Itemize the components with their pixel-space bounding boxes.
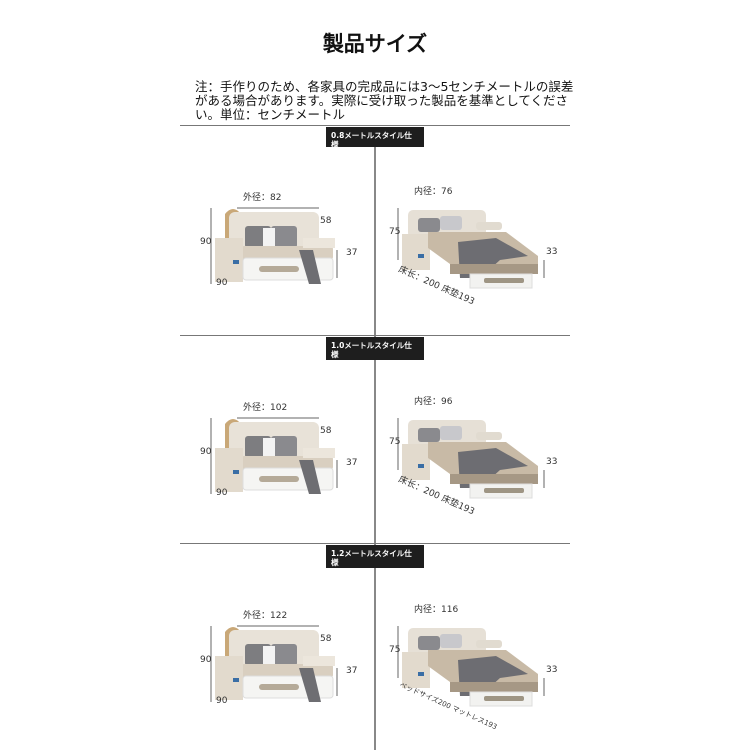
sofa-height: 90 [200,237,212,247]
outer-width: 外径：102 [243,403,288,413]
sofa-depth: 90 [216,278,228,288]
back-height: 75 [389,645,401,655]
section-label-1-0m: 1.0メートルスタイル仕様 [326,337,424,360]
section-label-0-8m: 0.8メートルスタイル仕様 [326,127,424,149]
section-1-2m: 外径：122 58 90 37 90 内径：116 75 33 ベッドサイズ20… [0,598,750,738]
inner-width: 内径：96 [414,397,453,407]
sofa-height: 90 [200,655,212,665]
section-divider [180,335,570,336]
sofa-image [210,625,338,703]
back-height: 75 [389,437,401,447]
center-divider [374,147,376,750]
seat-height: 37 [346,248,358,258]
section-divider [180,543,570,544]
seat-height: 37 [346,666,358,676]
sofa-depth: 90 [216,696,228,706]
bed-height: 33 [546,247,558,257]
seat-height: 37 [346,458,358,468]
arm-depth: 58 [320,634,332,644]
size-note: 注：手作りのため、各家具の完成品には3〜5センチメートルの誤差がある場合がありま… [195,79,574,122]
back-height: 75 [389,227,401,237]
bed-image [397,208,545,289]
section-divider [180,125,570,126]
inner-width: 内径：116 [414,605,459,615]
section-1-0m: 外径：102 58 90 37 90 内径：96 75 33 床长：200 床垫… [0,390,750,530]
section-label-1-2m: 1.2メートルスタイル仕様 [326,545,424,568]
sofa-depth: 90 [216,488,228,498]
arm-depth: 58 [320,216,332,226]
outer-width: 外径：122 [243,611,288,621]
inner-width: 内径：76 [414,187,453,197]
bed-image [397,626,545,707]
page-title: 製品サイズ [322,32,428,56]
sofa-image [210,207,338,285]
arm-depth: 58 [320,426,332,436]
outer-width: 外径：82 [243,193,282,203]
bed-image [397,418,545,499]
section-0-8m: 外径：82 58 90 37 90 内径：76 75 33 床长：200 床垫1… [0,180,750,320]
sofa-height: 90 [200,447,212,457]
bed-height: 33 [546,665,558,675]
bed-height: 33 [546,457,558,467]
sofa-image [210,417,338,495]
